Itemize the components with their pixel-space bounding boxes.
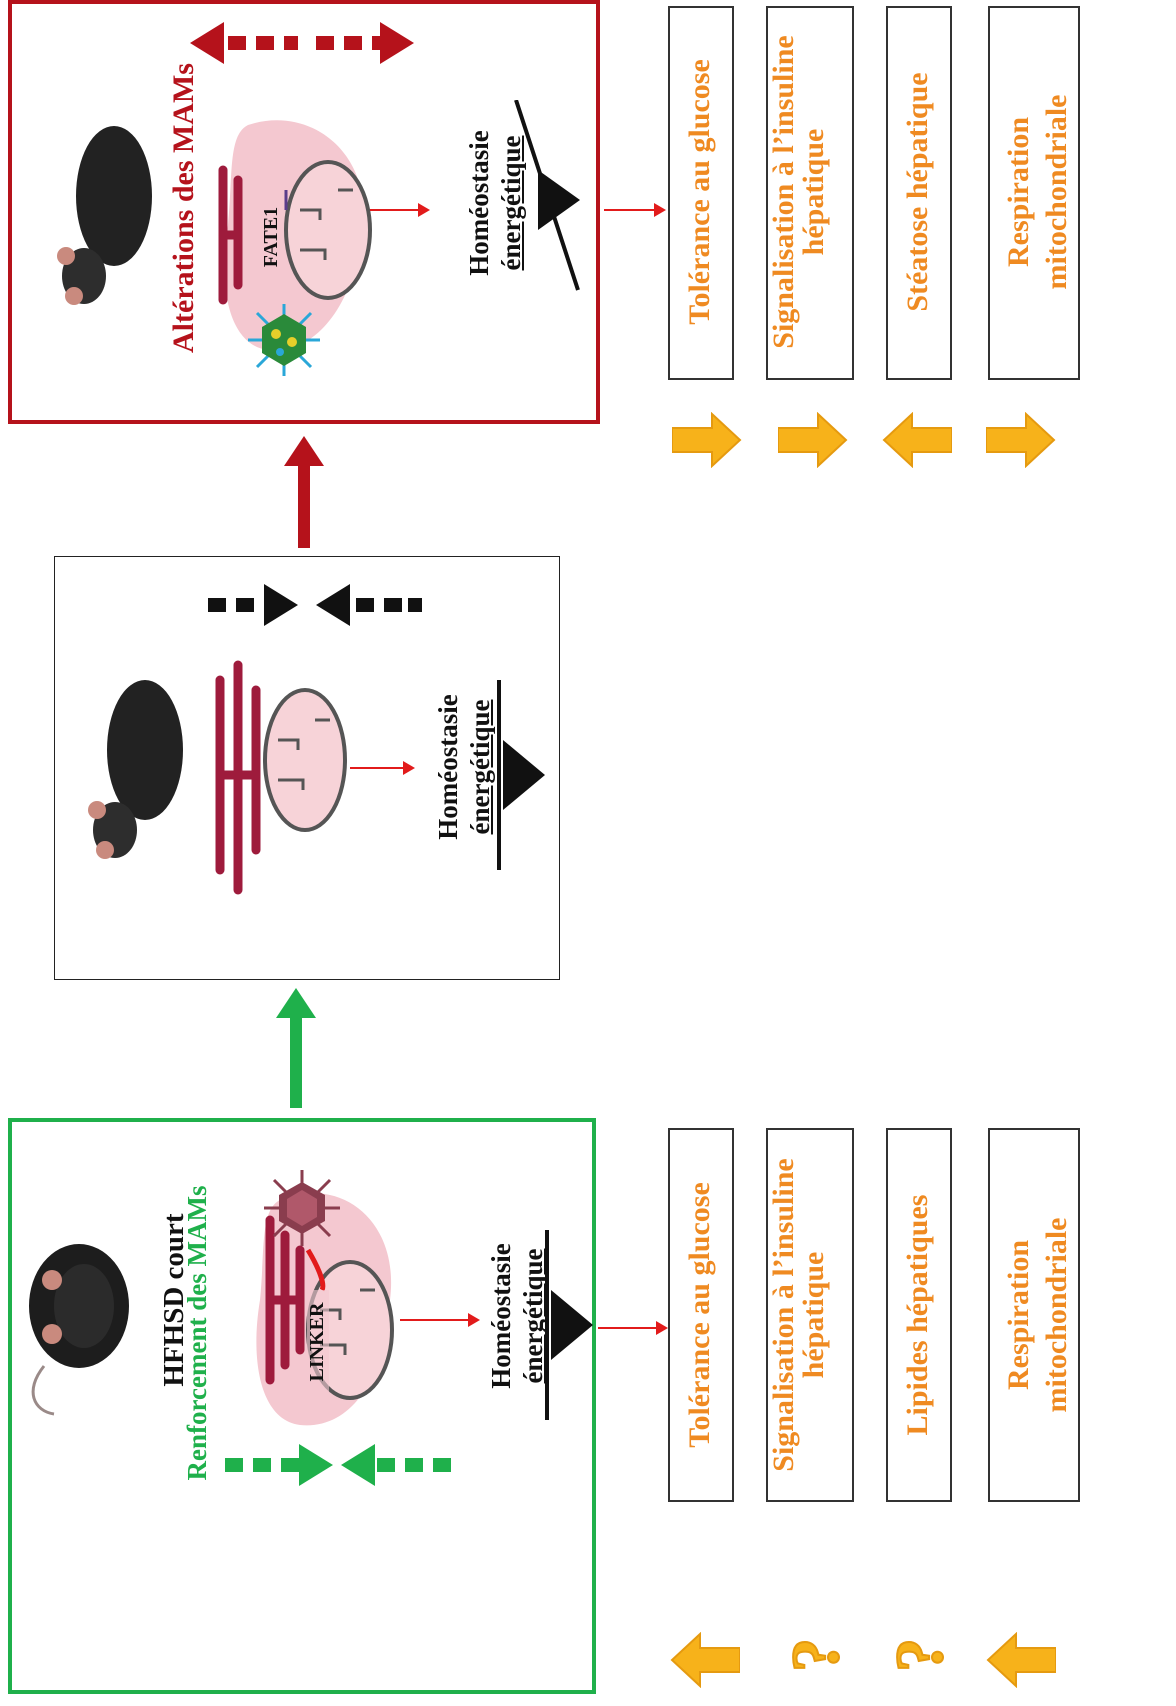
- result-box: [886, 1128, 952, 1502]
- result-box: [668, 6, 734, 380]
- red-output-arrow: [604, 203, 666, 217]
- green-dashed-arrows: [225, 1444, 451, 1486]
- down-arrow-icon: [986, 412, 1056, 468]
- green-balance-label-1: Homéostasie: [486, 1243, 516, 1389]
- result-box: [668, 1128, 734, 1502]
- red-dashed-arrows: [190, 22, 414, 64]
- result-box: [766, 1128, 854, 1502]
- result-label: Tolérance au glucose: [683, 1182, 716, 1448]
- result-box: [766, 6, 854, 380]
- down-arrow-icon: [778, 412, 848, 468]
- tilted-balance-icon: [514, 100, 580, 291]
- green-subtitle: Renforcement des MAMs: [182, 1185, 212, 1481]
- result-label: Stéatose hépatique: [901, 72, 934, 312]
- result-label: Respiration: [1002, 117, 1035, 267]
- virus-icon: [248, 304, 320, 376]
- middle-thin-arrow: [350, 761, 415, 775]
- result-label: mitochondriale: [1040, 1217, 1073, 1413]
- middle-balance-label-2: énergétique: [465, 699, 495, 835]
- mouse-icon: [57, 126, 152, 305]
- red-up-arrow: [284, 436, 324, 548]
- linker-label: LINKER: [306, 1290, 329, 1394]
- result-label: mitochondriale: [1040, 94, 1073, 290]
- mouse-icon: [88, 680, 183, 859]
- liver-organelles-illustration: [218, 120, 372, 351]
- question-mark-icon: ?: [776, 1637, 854, 1673]
- green-up-arrow: [276, 988, 316, 1108]
- mouse-icon: [29, 1244, 129, 1416]
- result-box: [988, 1128, 1080, 1502]
- balance-icon: [497, 680, 545, 870]
- up-arrow-icon: [670, 1632, 740, 1688]
- result-label: hépatique: [797, 1251, 830, 1379]
- result-label: Tolérance au glucose: [683, 59, 716, 325]
- fate1-label: FATE1: [260, 189, 283, 285]
- black-dashed-arrows: [208, 584, 422, 626]
- virus-icon: [264, 1170, 340, 1246]
- result-label: Respiration: [1002, 1240, 1035, 1390]
- balance-icon: [545, 1230, 593, 1420]
- red-balance-label-1: Homéostasie: [464, 130, 494, 276]
- green-output-arrow: [598, 1321, 668, 1335]
- result-box: [886, 6, 952, 380]
- result-label: Lipides hépatiques: [901, 1194, 934, 1436]
- question-mark-icon: ?: [880, 1637, 958, 1673]
- result-box: [988, 6, 1080, 380]
- down-arrow-icon: [672, 412, 742, 468]
- organelles-illustration: [215, 660, 347, 895]
- green-thin-arrow: [400, 1313, 480, 1327]
- up-arrow-icon: [882, 412, 952, 468]
- up-arrow-icon: [986, 1632, 1056, 1688]
- red-thin-arrow: [370, 203, 430, 217]
- middle-balance-label-1: Homéostasie: [433, 694, 463, 840]
- red-title: Altérations des MAMs: [167, 63, 200, 353]
- result-label: hépatique: [797, 128, 830, 256]
